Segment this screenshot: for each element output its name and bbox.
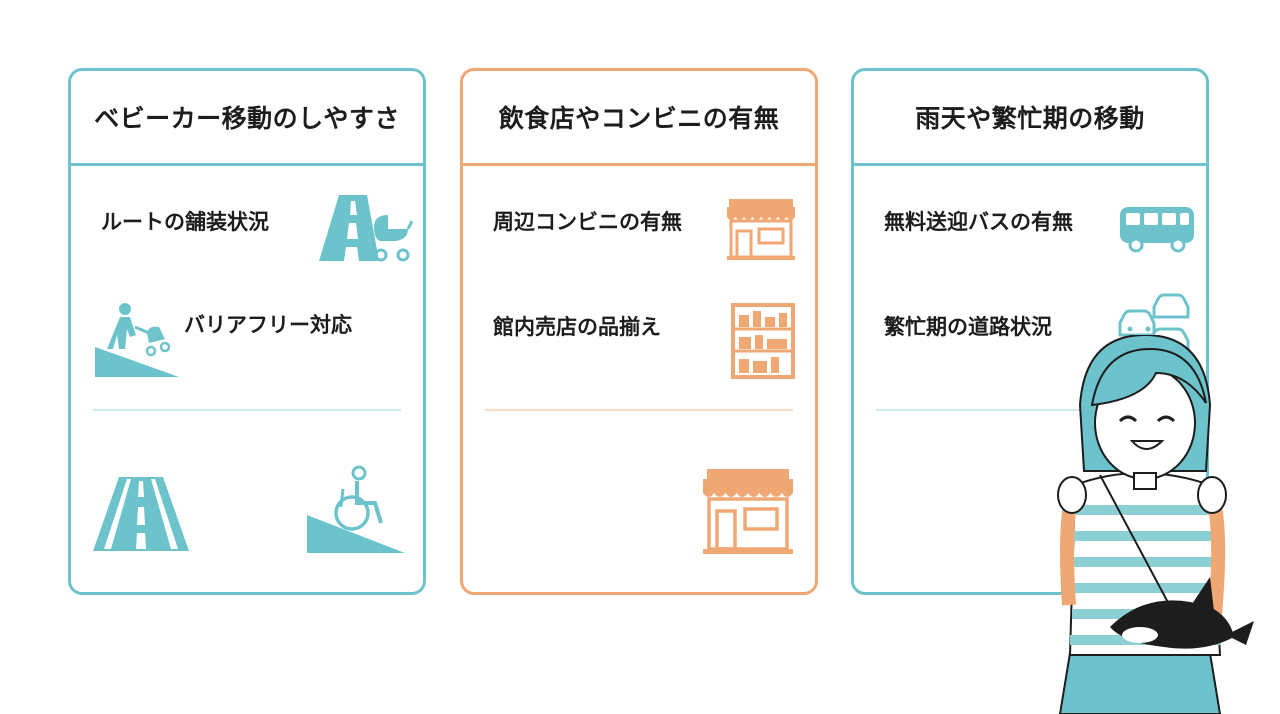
road-stroller-icon — [319, 195, 414, 262]
wheelchair-ramp-icon — [307, 465, 405, 553]
traffic-cars-icon — [1118, 293, 1190, 357]
card-title: ベビーカー移動のしやすさ — [71, 71, 423, 166]
card-food-stores: 飲食店やコンビニの有無 周辺コンビニの有無 館内売店の品揃え — [460, 68, 818, 595]
store-front-icon — [703, 469, 793, 554]
divider — [93, 409, 401, 411]
convenience-store-icon — [727, 199, 795, 260]
item-barrier-free: バリアフリー対応 — [184, 313, 352, 337]
item-nearby-convenience-store: 周辺コンビニの有無 — [493, 210, 682, 234]
item-in-house-shop: 館内売店の品揃え — [493, 315, 661, 339]
card-title: 雨天や繁忙期の移動 — [854, 71, 1206, 166]
item-route-paving: ルートの舗装状況 — [101, 210, 269, 234]
shop-shelf-icon — [731, 303, 795, 379]
person-stroller-ramp-icon — [95, 303, 179, 377]
card-title: 飲食店やコンビニの有無 — [463, 71, 815, 166]
bus-icon — [1120, 207, 1194, 253]
item-busy-road-conditions: 繁忙期の道路状況 — [884, 315, 1052, 339]
card-stroller-mobility: ベビーカー移動のしやすさ ルートの舗装状況 バリアフリー対応 — [68, 68, 426, 595]
road-icon — [93, 477, 189, 551]
item-free-shuttle-bus: 無料送迎バスの有無 — [884, 210, 1073, 234]
smiling-woman-with-orca-plush-icon — [1057, 335, 1254, 714]
divider — [485, 409, 793, 411]
divider — [876, 409, 1184, 411]
